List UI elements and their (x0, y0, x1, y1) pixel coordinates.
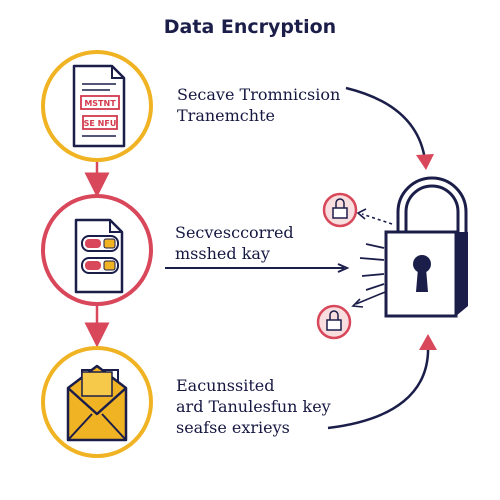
step-1-line-1: Secave Tromnicsion (177, 85, 341, 104)
step-1-label: Secave Tromnicsion Tranemchte (177, 84, 340, 126)
arrow-head-middle (337, 263, 350, 273)
step-3-label: Eacunssited ard Tanulesfun key seafse ex… (176, 375, 331, 438)
curved-arrow-bottom (327, 344, 430, 430)
curved-arrow-top (345, 86, 427, 161)
step-3-line-1: Eacunssited (176, 376, 275, 395)
step-2-line-2: msshed kay (175, 244, 270, 263)
lock-badge-top-icon (322, 192, 358, 228)
step-3-circle (41, 346, 153, 458)
step-1-line-2: Tranemchte (177, 106, 275, 125)
arrow-head-top (416, 154, 434, 170)
step-2-label: Secvesccorred msshed kay (175, 222, 294, 264)
document-text-1: MSTNT (84, 99, 116, 108)
padlock-icon (384, 176, 468, 318)
link-arrow-top (361, 213, 393, 225)
link-arrow-bottom (355, 289, 391, 305)
step-3-line-3: seafse exrieys (176, 418, 290, 437)
step-2-circle (41, 194, 153, 306)
step-2-line-1: Secvesccorred (175, 223, 294, 242)
key-cards-icon (74, 218, 124, 294)
document-text-2: SE NFU (84, 119, 117, 128)
lock-badge-bottom-icon (316, 304, 352, 340)
document-icon: MSTNT SE NFU (72, 64, 126, 148)
step-1-circle: MSTNT SE NFU (41, 50, 153, 162)
page-title: Data Encryption (163, 16, 337, 38)
envelope-icon (66, 364, 128, 442)
step-3-line-2: ard Tanulesfun key (176, 397, 331, 416)
motion-lines (359, 243, 385, 291)
arrow-head-bottom (419, 334, 437, 350)
